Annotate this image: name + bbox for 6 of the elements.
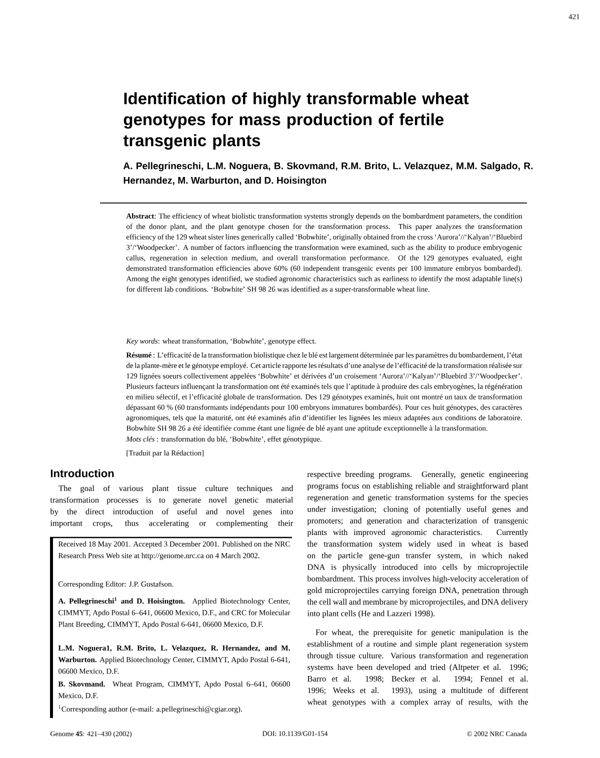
article-title: Identification of highly transformable wheat genotypes for mass production of fertile transgenic plants (123, 92, 469, 150)
section-heading: Introduction (50, 469, 114, 478)
body-paragraph: For wheat, the prerequisite for genetic manipulation is the establishment of a routine and simple plant regeneration system through tissue culture. Various transformation and regeneration systems have been developed and tried (Altpeter et al. 1996; Barro et al. 1998; Becker et al. 1994; Fennel et al. 1996; Weeks et al. 1993), using a multitude of different wheat genotypes with a complex array of results, with the (307, 629, 528, 706)
author-list: A. Pellegrineschi, L.M. Noguera, B. Skovmand, R.M. Brito, L. Velazquez, M.M. Salgado, R. Hernandez, M. Warburton, and D. Hoisington (123, 162, 533, 186)
body-paragraph: respective breeding programs. Generally, genetic engineering programs focus on establishing reliable and straightforward plant regeneration and genetic transformation systems for the species under investigation; cloning of potentially useful genes and promoters; and generation and characterization of transgenic plants with improved agronomic characteristics. Currently the transformation system widely used in wheat is based on the particle gene-gun transfer system, in which naked DNA is physically introduced into cells by microprojectile bombardment. This process involves high-velocity acceleration of gold microprojectiles carrying foreign DNA, penetration through the cell wall and membrane by microprojectiles, and DNA delivery into plant cells (He and Lazzeri 1998). (307, 471, 528, 618)
body-paragraph: The goal of various plant tissue culture techniques and transformation processes is to generate novel genetic material by the direct introduction of useful and novel genes into important crops, thus accelerating or complementing their (50, 485, 294, 528)
